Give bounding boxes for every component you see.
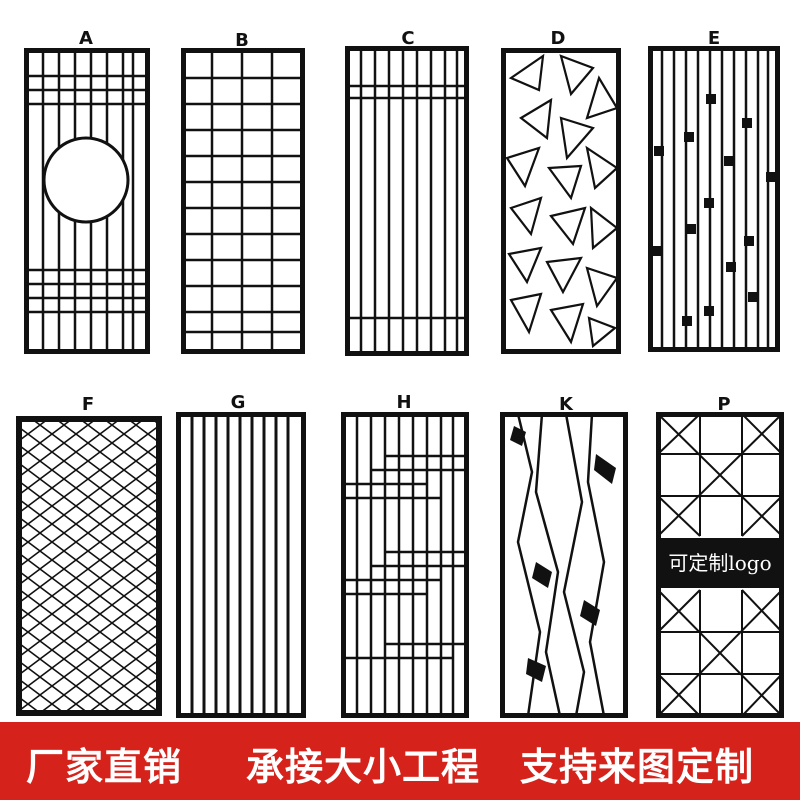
- panel-h: [341, 412, 469, 718]
- panel-e: [648, 46, 780, 352]
- panel-g: [176, 412, 306, 718]
- panel-b: [181, 48, 305, 354]
- panel-c: [345, 46, 469, 356]
- label-g: G: [230, 392, 246, 413]
- panel-k: [500, 412, 628, 718]
- label-h: H: [396, 392, 412, 413]
- label-f: F: [81, 394, 95, 415]
- panel-p: 可定制logo: [656, 412, 784, 718]
- label-p: P: [717, 394, 731, 415]
- label-a: A: [79, 28, 93, 49]
- label-b: B: [235, 30, 249, 51]
- banner-text-custom: 支持来图定制: [520, 745, 755, 789]
- panel-f: [16, 416, 162, 716]
- promo-banner: 厂家直销 承接大小工程 支持来图定制: [0, 722, 800, 800]
- label-k: K: [559, 394, 573, 415]
- label-d: D: [550, 28, 566, 49]
- banner-text-direct-sale: 厂家直销: [26, 745, 183, 789]
- custom-logo-text: 可定制logo: [668, 551, 771, 575]
- label-c: C: [401, 28, 415, 49]
- banner-text-projects: 承接大小工程: [246, 745, 481, 789]
- panel-a: [24, 48, 150, 354]
- panel-d: [501, 48, 621, 354]
- label-e: E: [707, 28, 721, 49]
